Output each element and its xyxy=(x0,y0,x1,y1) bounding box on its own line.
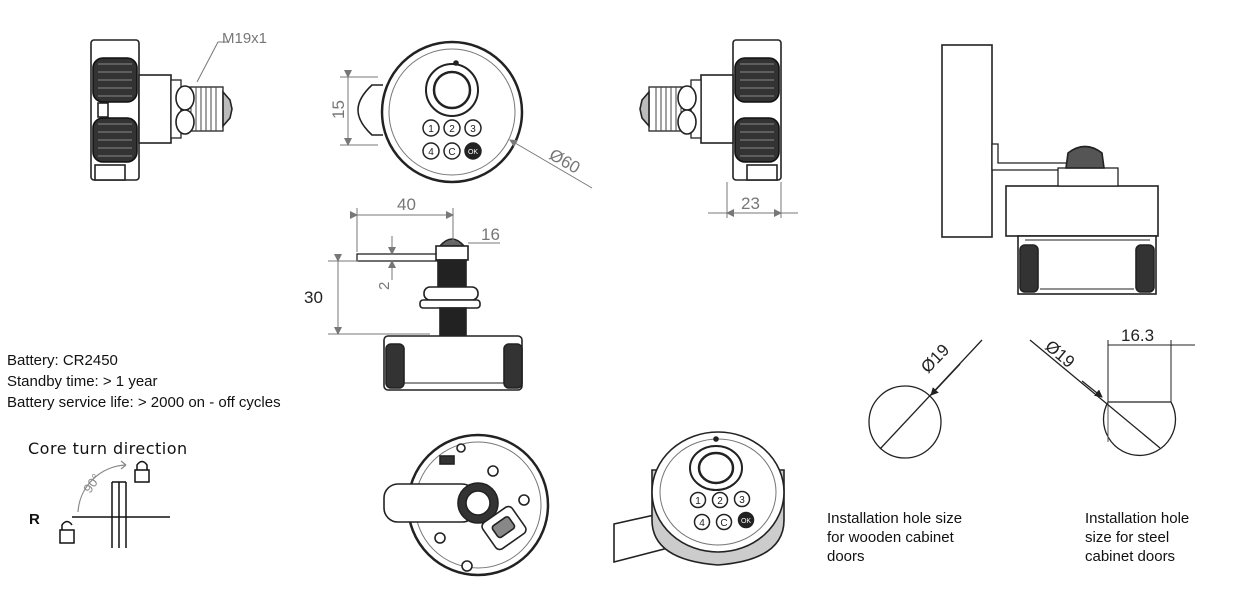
key3d-4: 4 xyxy=(699,518,705,529)
keypad-3d xyxy=(689,490,755,531)
key3d-3: 3 xyxy=(739,495,745,506)
spec-battery: Battery: CR2450 xyxy=(7,352,118,369)
dim-15: 15 xyxy=(329,100,348,119)
caption-wooden-line1: Installation hole size xyxy=(827,510,963,527)
caption-wooden-line2: for wooden cabinet xyxy=(827,529,954,546)
latch-dimensions xyxy=(328,208,500,335)
dim-16: 16 xyxy=(481,225,500,244)
spec-standby: Standby time: > 1 year xyxy=(7,373,158,390)
back-view xyxy=(383,433,550,577)
dim-2: 2 xyxy=(376,282,393,290)
caption-steel-line3: cabinet doors xyxy=(1085,548,1176,565)
key3d-1: 1 xyxy=(695,496,701,507)
caption-steel-line2: size for steel xyxy=(1085,529,1170,546)
dim-40: 40 xyxy=(397,195,416,214)
keypad-front xyxy=(422,119,482,160)
dim-30: 30 xyxy=(304,288,323,307)
dim-19-steel: Ø19 xyxy=(1041,337,1078,372)
front-dimensions xyxy=(340,70,593,189)
spec-life: Battery service life: > 2000 on - off cy… xyxy=(7,394,281,411)
side-view-right xyxy=(639,39,782,181)
dim-60: Ø60 xyxy=(546,145,583,178)
core-r-label: R xyxy=(29,511,40,528)
right-side-dimension xyxy=(708,182,798,218)
thread-label: M19x1 xyxy=(222,30,267,47)
steel-door-hole xyxy=(1029,339,1195,457)
key-ok: OK xyxy=(468,149,478,156)
thread-dimension: M19x1 xyxy=(196,30,267,83)
lock-icon-locked xyxy=(134,460,150,483)
caption-wooden-line3: doors xyxy=(827,548,865,565)
key3d-2: 2 xyxy=(717,496,723,507)
key-3: 3 xyxy=(470,124,476,135)
dim-19-wood: Ø19 xyxy=(917,340,953,376)
core-turn-title: Core turn direction xyxy=(28,439,188,458)
latch-view xyxy=(356,238,523,391)
lock-icon-unlocked xyxy=(59,520,75,544)
dim-23: 23 xyxy=(741,194,760,213)
front-view: 1 2 3 4 C OK xyxy=(357,40,524,184)
dim-16-3: 16.3 xyxy=(1121,326,1154,345)
key-1: 1 xyxy=(428,124,434,135)
perspective-view: 1 2 3 4 C OK xyxy=(613,431,785,566)
installed-view xyxy=(941,44,1159,295)
key-2: 2 xyxy=(449,124,455,135)
key-c: C xyxy=(448,147,455,158)
key3d-ok: OK xyxy=(741,518,751,525)
caption-steel-line1: Installation hole xyxy=(1085,510,1190,527)
wooden-door-hole xyxy=(868,339,983,459)
side-view-left xyxy=(90,39,233,181)
key3d-c: C xyxy=(720,518,727,529)
core-turn-diagram xyxy=(59,460,170,548)
key-4: 4 xyxy=(428,147,434,158)
